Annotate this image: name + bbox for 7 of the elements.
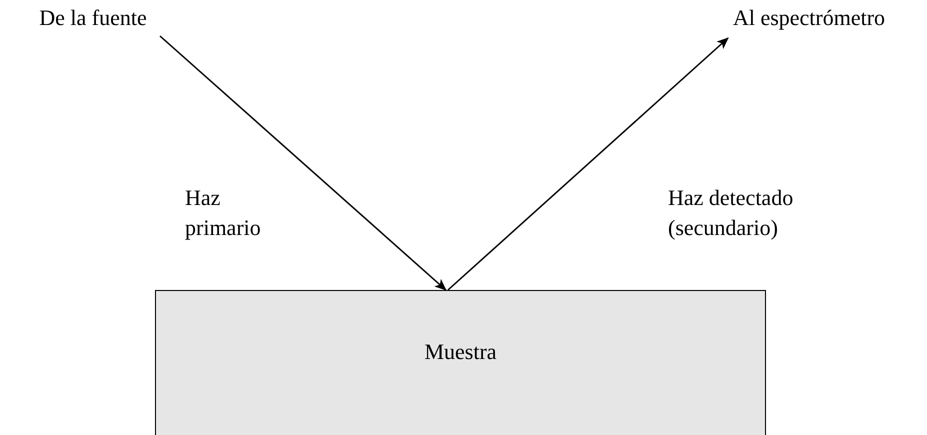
sample-box: Muestra — [155, 290, 766, 435]
arrow — [447, 37, 729, 291]
arrow — [159, 35, 447, 291]
edge-label: Haz detectado (secundario) — [668, 184, 794, 242]
node-label: Al espectrómetro — [694, 4, 924, 38]
edge-label: Haz primario — [185, 184, 262, 242]
node-label: De la fuente — [8, 4, 178, 36]
